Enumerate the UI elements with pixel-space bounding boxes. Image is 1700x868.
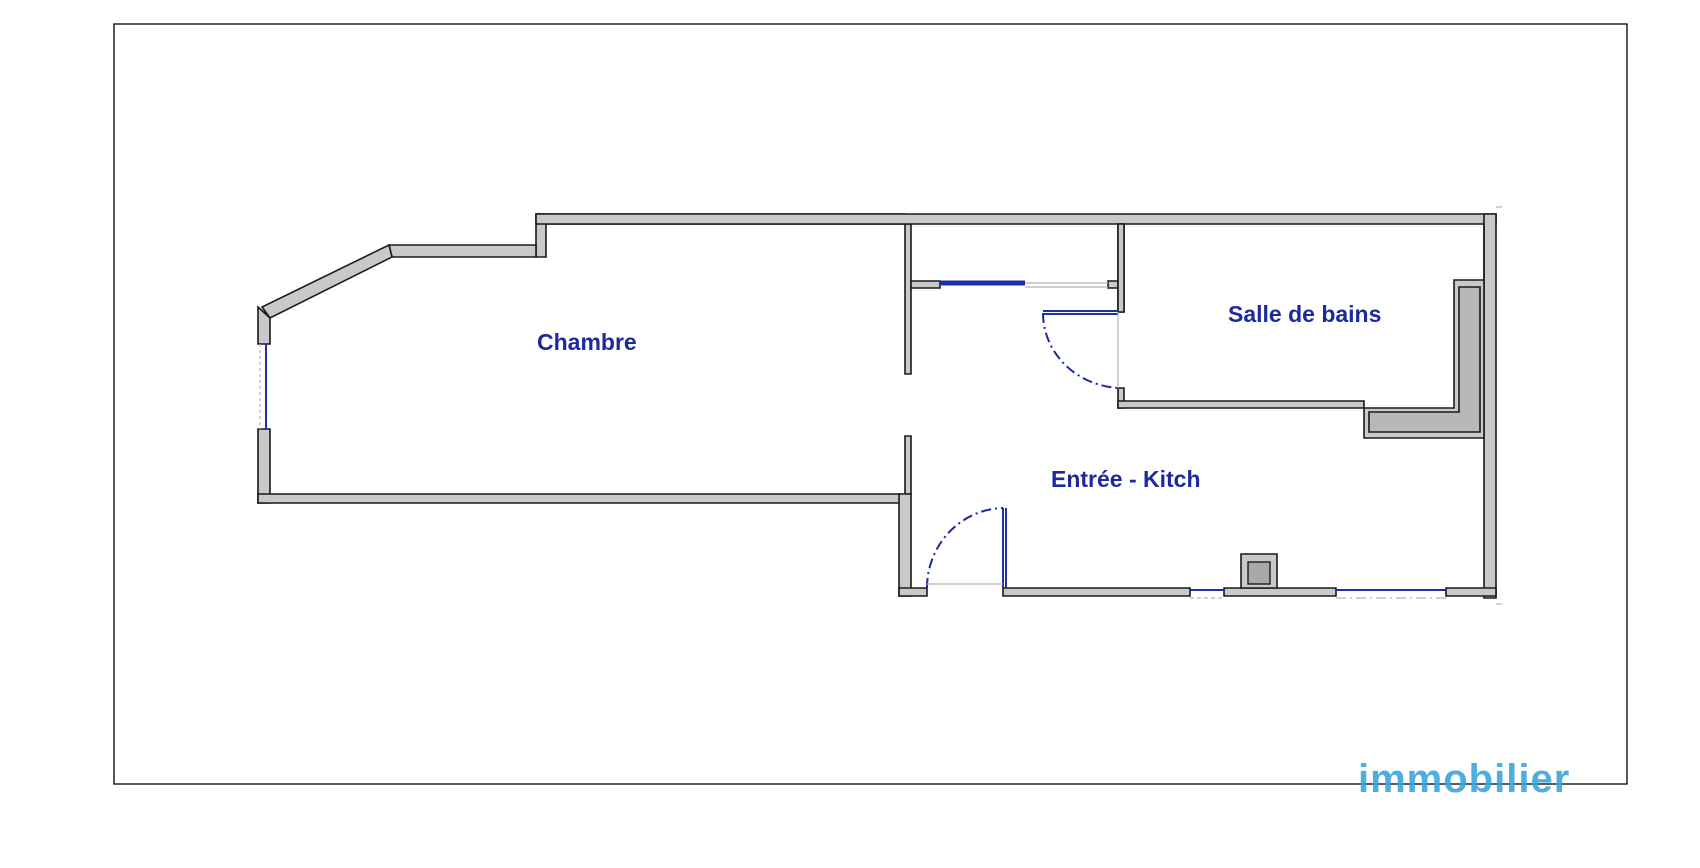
wall-chambre-left-lower bbox=[257, 428, 271, 504]
watermark-text: immobilier bbox=[1358, 757, 1570, 801]
wall-closet-front-right bbox=[1107, 280, 1119, 289]
wall-chambre-bottom bbox=[257, 493, 902, 504]
plan-frame bbox=[113, 23, 1628, 785]
wall-entry-bottom-left-stub bbox=[898, 587, 928, 597]
wall-entry-bottom-2 bbox=[1223, 587, 1337, 597]
door-entry-swing bbox=[926, 507, 1004, 589]
duct-entry-inner bbox=[1247, 561, 1271, 585]
wall-chambre-diagonal bbox=[260, 243, 393, 320]
room-label-entree-kitch: Entrée - Kitch bbox=[1051, 466, 1201, 492]
wall-entry-bottom-1 bbox=[1002, 587, 1191, 597]
immobilier-logo-icon: immobilier bbox=[1358, 757, 1570, 801]
wall-closet-front-left bbox=[910, 280, 941, 289]
bathroom-fixture-l bbox=[1368, 286, 1481, 433]
room-label-salle-de-bains: Salle de bains bbox=[1228, 301, 1381, 327]
wall-chambre-left-upper bbox=[257, 305, 271, 345]
wall-right-upper bbox=[1483, 213, 1497, 599]
wall-top-main bbox=[535, 213, 1497, 225]
wall-entry-left bbox=[898, 493, 912, 597]
wall-bathroom-right-inner bbox=[1363, 224, 1485, 439]
room-label-chambre: Chambre bbox=[537, 329, 637, 355]
wall-bathroom-bottom bbox=[1117, 400, 1365, 409]
wall-bathroom-left bbox=[1117, 223, 1125, 313]
wall-entry-bottom-3 bbox=[1445, 587, 1497, 597]
wall-partition-lower bbox=[904, 435, 912, 495]
door-bathroom-swing bbox=[1042, 312, 1121, 389]
wall-partition-upper bbox=[904, 223, 912, 375]
wall-chambre-upper-step bbox=[387, 244, 537, 258]
